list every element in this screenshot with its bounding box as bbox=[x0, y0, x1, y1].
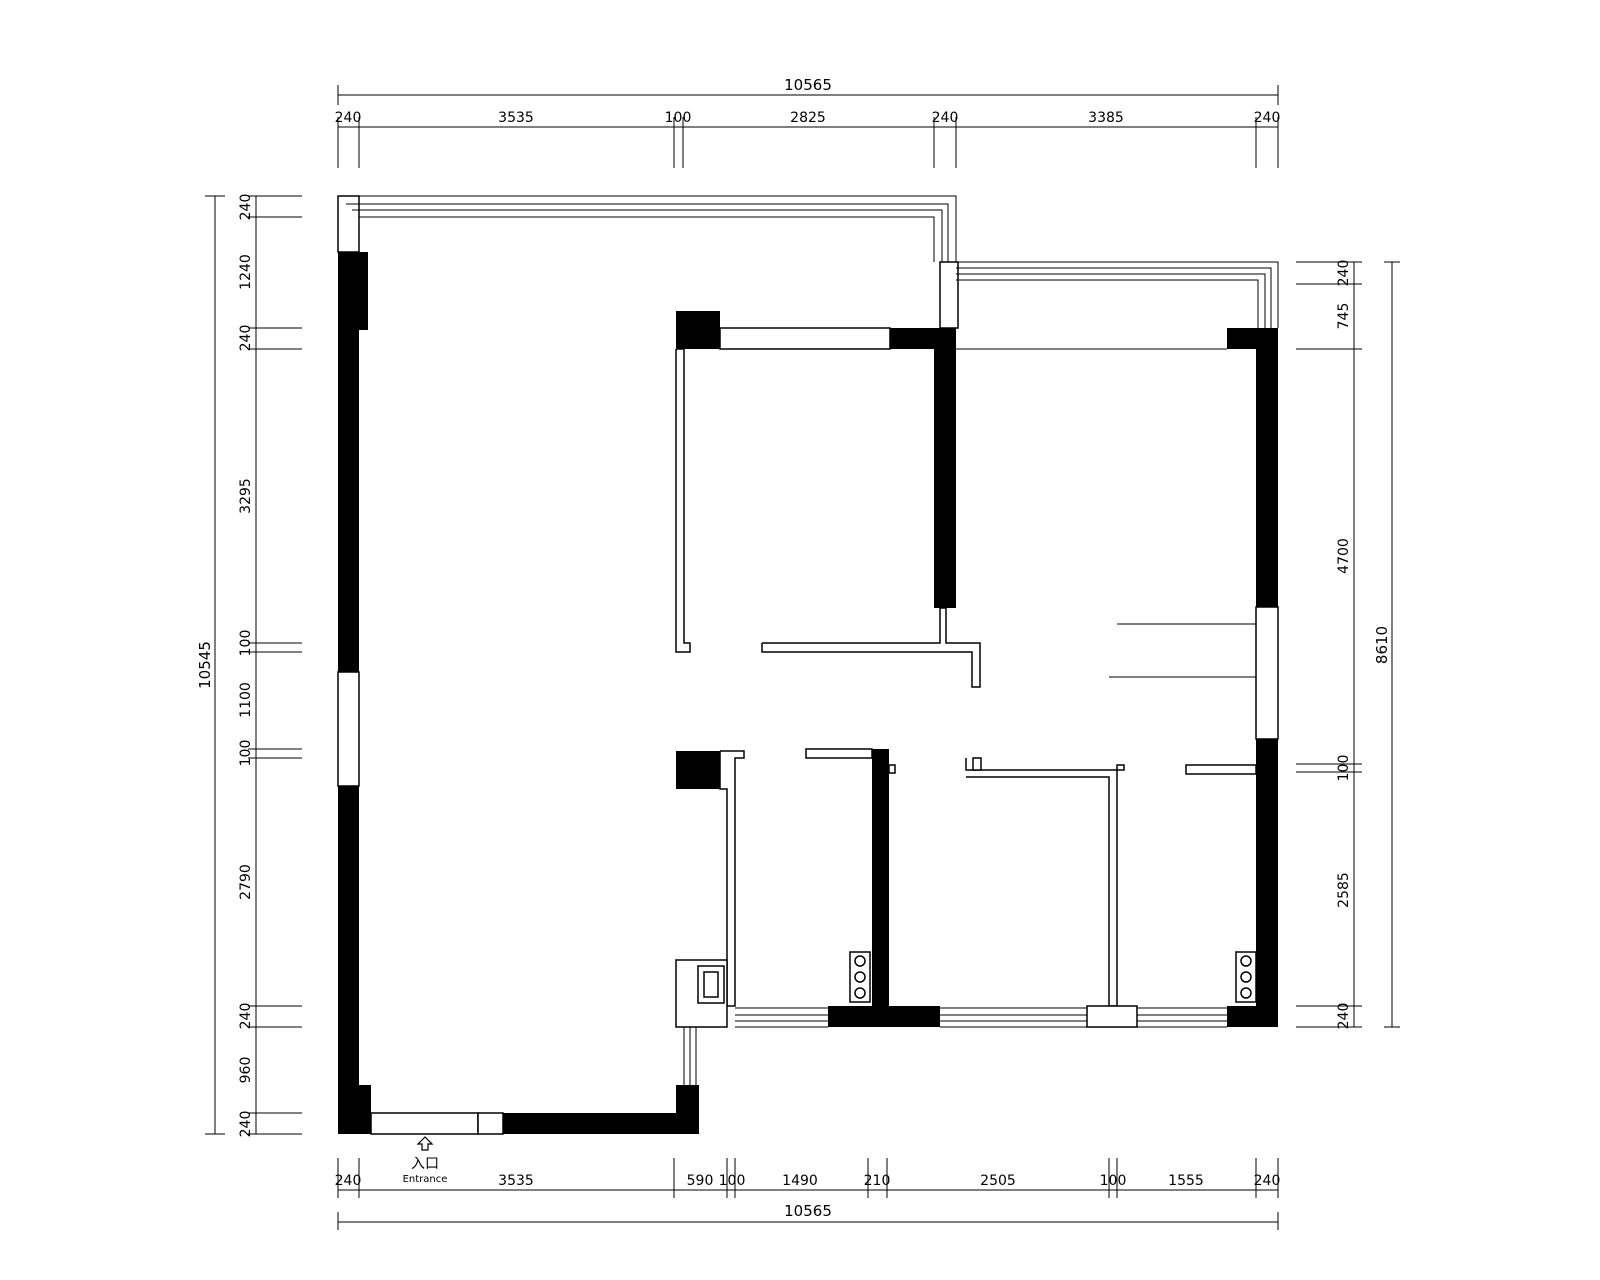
pipe-icon bbox=[854, 971, 866, 983]
left-dim-3: 240 bbox=[238, 325, 254, 352]
top-dimensions: 10565 240 3535 100 2825 240 3385 240 bbox=[335, 76, 1281, 168]
left-dim-8: 2790 bbox=[238, 864, 254, 900]
bottom-dim-5: 1490 bbox=[782, 1173, 818, 1189]
left-total-dim: 10545 bbox=[196, 641, 214, 689]
pipe-fixtures bbox=[849, 951, 1257, 1003]
left-dim-6: 1100 bbox=[238, 682, 254, 718]
left-dim-7: 100 bbox=[238, 740, 254, 767]
left-dim-11: 240 bbox=[238, 1111, 254, 1138]
bottom-dimensions: 240 3535 590 100 1490 210 2505 100 1555 … bbox=[335, 1158, 1281, 1230]
left-dim-5: 100 bbox=[238, 630, 254, 657]
bottom-dim-10: 240 bbox=[1254, 1173, 1281, 1189]
bottom-dim-6: 210 bbox=[864, 1173, 891, 1189]
entrance-marker: 入口 Entrance bbox=[403, 1136, 448, 1185]
top-total-dim: 10565 bbox=[784, 76, 832, 94]
arrow-up-icon bbox=[416, 1136, 434, 1151]
bottom-total-dim: 10565 bbox=[784, 1202, 832, 1220]
bottom-dim-2: 3535 bbox=[498, 1173, 534, 1189]
bottom-dim-4: 100 bbox=[719, 1173, 746, 1189]
bottom-dim-8: 100 bbox=[1100, 1173, 1127, 1189]
top-dim-3: 100 bbox=[665, 110, 692, 126]
bottom-dim-7: 2505 bbox=[980, 1173, 1016, 1189]
left-dim-10: 960 bbox=[238, 1057, 254, 1084]
right-dim-3: 4700 bbox=[1336, 538, 1352, 574]
right-dim-6: 240 bbox=[1336, 1003, 1352, 1030]
top-dim-7: 240 bbox=[1254, 110, 1281, 126]
left-dim-2: 1240 bbox=[238, 254, 254, 290]
pipe-icon bbox=[1240, 955, 1252, 967]
pipe-icon bbox=[854, 987, 866, 999]
bottom-dim-3: 590 bbox=[687, 1173, 714, 1189]
pipe-icon bbox=[854, 955, 866, 967]
right-dim-1: 240 bbox=[1336, 260, 1352, 287]
left-dimensions: 10545 240 1240 240 3295 100 1100 100 279… bbox=[196, 194, 302, 1138]
glass-lines bbox=[338, 195, 1279, 1085]
pipe-icon bbox=[1240, 971, 1252, 983]
bottom-dim-9: 1555 bbox=[1168, 1173, 1204, 1189]
right-dim-5: 2585 bbox=[1336, 872, 1352, 908]
top-dim-1: 240 bbox=[335, 110, 362, 126]
top-dim-4: 2825 bbox=[790, 110, 826, 126]
top-dim-6: 3385 bbox=[1088, 110, 1124, 126]
right-dimensions: 240 745 4700 100 2585 240 8610 bbox=[1296, 260, 1400, 1030]
walls bbox=[337, 195, 1279, 1135]
left-dim-1: 240 bbox=[238, 194, 254, 221]
left-dim-4: 3295 bbox=[238, 478, 254, 514]
entrance-label-cn: 入口 bbox=[411, 1156, 439, 1172]
left-dim-9: 240 bbox=[238, 1003, 254, 1030]
entrance-label-en: Entrance bbox=[403, 1174, 448, 1185]
bottom-dim-1: 240 bbox=[335, 1173, 362, 1189]
top-dim-5: 240 bbox=[932, 110, 959, 126]
right-dim-4: 100 bbox=[1336, 755, 1352, 782]
right-total-dim: 8610 bbox=[1373, 626, 1391, 664]
right-dim-2: 745 bbox=[1336, 303, 1352, 330]
top-dim-2: 3535 bbox=[498, 110, 534, 126]
pipe-icon bbox=[1240, 987, 1252, 999]
